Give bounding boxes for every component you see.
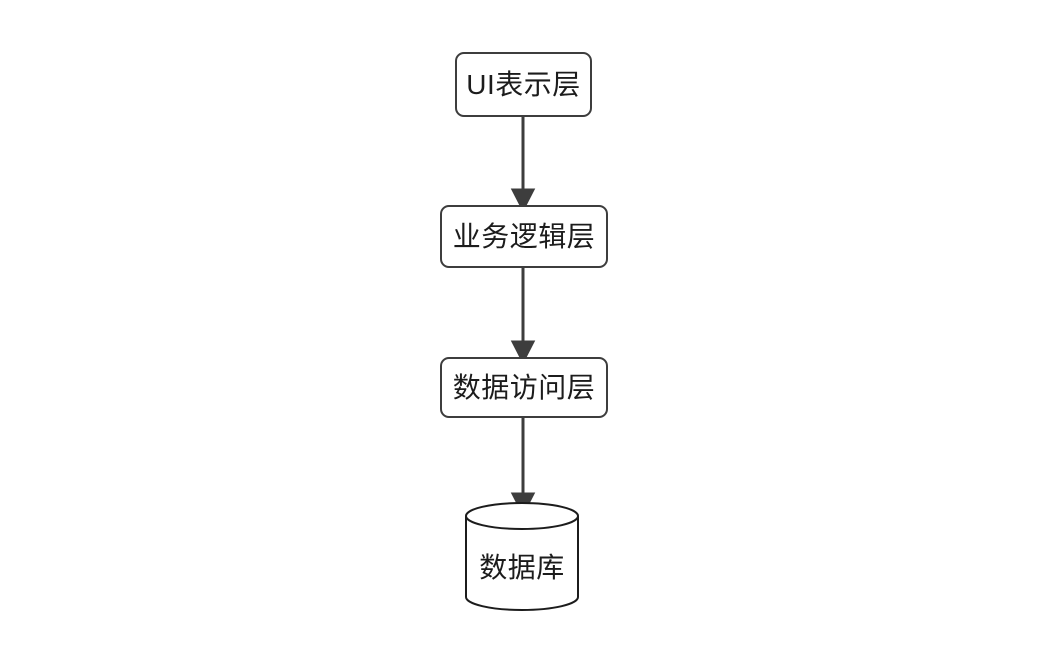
node-data-access-layer[interactable]: 数据访问层 bbox=[440, 357, 608, 418]
node-business-logic-layer[interactable]: 业务逻辑层 bbox=[440, 205, 608, 268]
node-database-label: 数据库 bbox=[479, 551, 565, 583]
database-cylinder-icon bbox=[465, 502, 579, 611]
node-business-logic-layer-label: 业务逻辑层 bbox=[452, 220, 596, 252]
node-database[interactable]: 数据库 bbox=[464, 502, 580, 611]
node-data-access-layer-label: 数据访问层 bbox=[452, 371, 596, 403]
node-database-label-wrap: 数据库 bbox=[464, 503, 580, 610]
node-ui-layer[interactable]: UI表示层 bbox=[455, 52, 592, 117]
node-ui-layer-label: UI表示层 bbox=[466, 68, 581, 100]
